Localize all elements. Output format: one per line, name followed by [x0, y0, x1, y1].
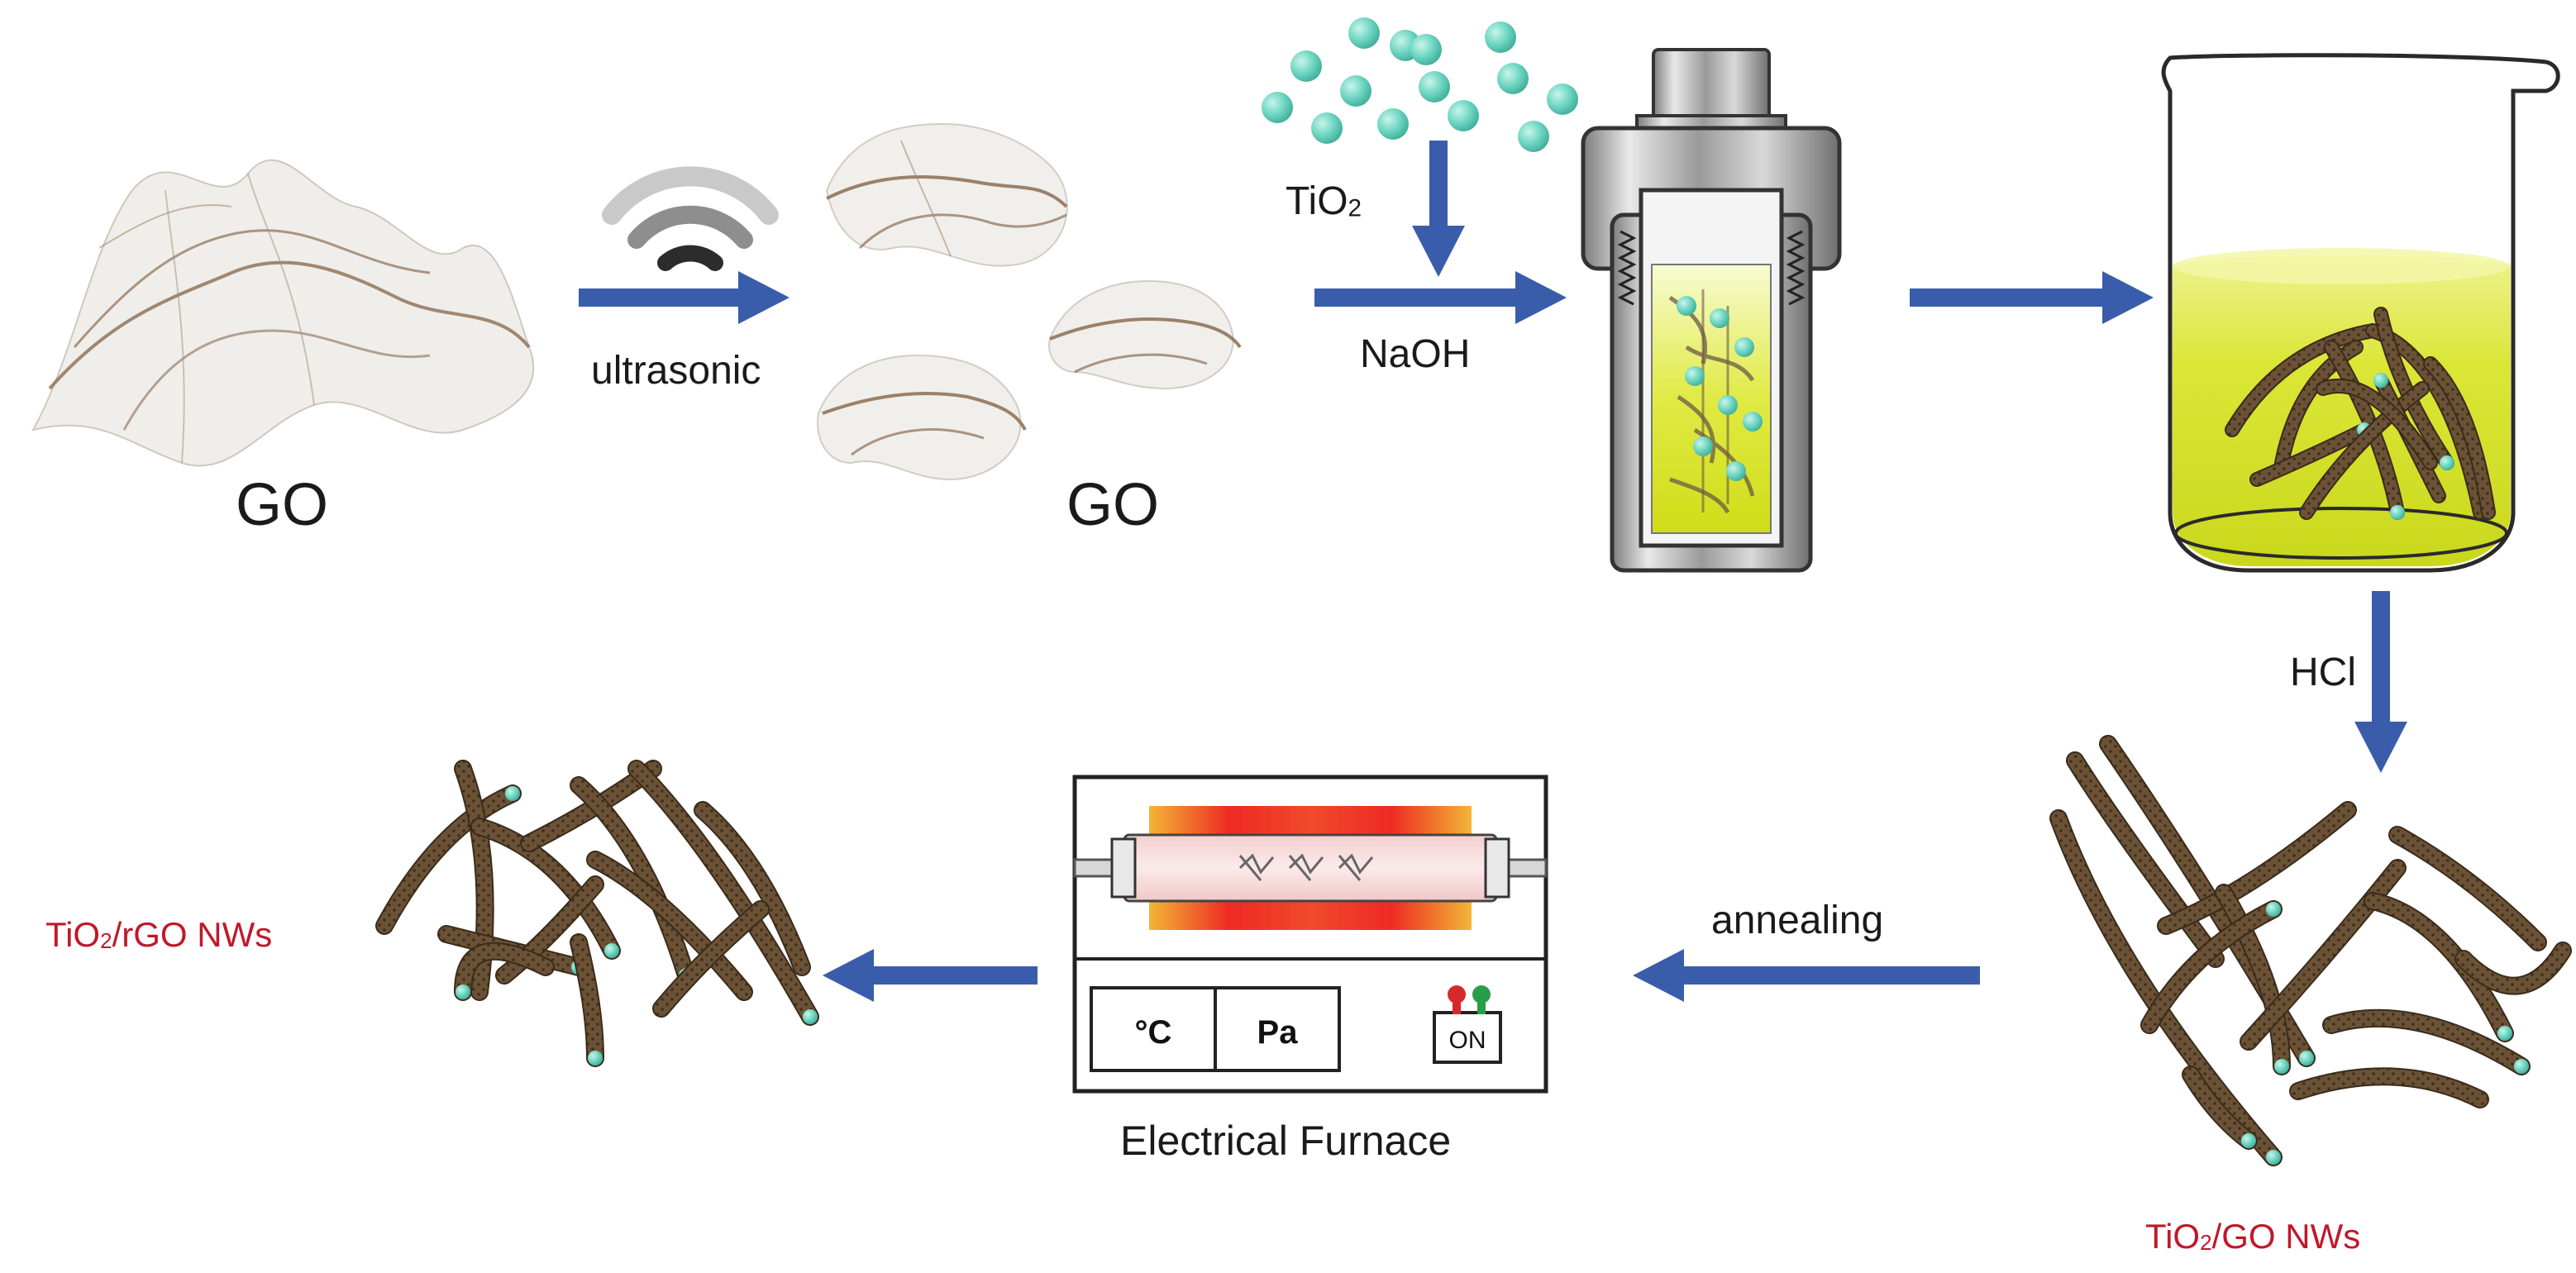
- nanowire: [472, 819, 619, 958]
- hydrothermal-autoclave: [1581, 48, 1842, 573]
- naoh-label: NaOH: [1360, 332, 1471, 376]
- tio2-sphere: [1547, 83, 1578, 115]
- graphene-oxide-sheet-small: [1048, 279, 1242, 390]
- tio2-rgo-nanowires: [375, 760, 819, 1067]
- nanowire: [2390, 827, 2545, 950]
- nanowire-tip-sphere: [2497, 1026, 2512, 1041]
- tio2-particles: [1262, 17, 1578, 152]
- nanowire: [2324, 1010, 2529, 1074]
- nanowire: [2068, 753, 2223, 966]
- electrical-furnace: °C Pa ON: [1072, 775, 1548, 1094]
- arrow-to-product: [823, 949, 1038, 1002]
- nanowire: [2216, 885, 2289, 1074]
- hcl-label: HCl: [2290, 651, 2356, 694]
- tio2-sphere-small: [1734, 337, 1754, 357]
- product-tio2-go-label: TiO2/GO NWs: [2145, 1217, 2361, 1256]
- tio2-sphere: [1419, 71, 1450, 103]
- nanowire: [2456, 943, 2570, 994]
- nanowire: [2291, 1069, 2488, 1107]
- nanowire-tip-sphere: [2274, 1059, 2289, 1074]
- tio2-sphere: [1377, 108, 1409, 140]
- tio2-sphere: [1497, 63, 1529, 94]
- graphene-oxide-sheet-small: [817, 354, 1027, 481]
- nanowire: [497, 877, 603, 983]
- tio2-sphere-small: [1726, 461, 1746, 481]
- nanowire: [571, 778, 694, 983]
- nanowire: [2241, 861, 2405, 1049]
- arrow-naoh: [1314, 271, 1567, 324]
- nanowire: [654, 902, 768, 1016]
- nanowire-tip-sphere: [2299, 1051, 2314, 1066]
- nanowire-tip-sphere: [456, 985, 470, 999]
- tio2-sphere: [1290, 50, 1322, 82]
- nanowire-tip-sphere: [2266, 902, 2281, 917]
- nanowire-tip-sphere: [2390, 505, 2405, 520]
- nanowire: [629, 761, 818, 1024]
- tio2-sphere: [1518, 121, 1549, 152]
- tio2-sphere: [1485, 21, 1516, 53]
- tio2-sphere: [1410, 34, 1442, 65]
- nanowire-tip-sphere: [2514, 1059, 2529, 1074]
- nanowire: [588, 852, 751, 999]
- arrow-to-beaker: [1910, 271, 2154, 324]
- furnace-switch-label[interactable]: ON: [1449, 1027, 1486, 1054]
- nanowire-tip-sphere: [505, 786, 520, 801]
- nanowire: [571, 935, 603, 1066]
- tio2-label: TiO2: [1286, 179, 1362, 223]
- graphene-oxide-sheet-small: [825, 122, 1068, 267]
- nanowire: [2365, 894, 2512, 1041]
- nanowire-tip-sphere: [604, 943, 619, 958]
- tio2-sphere-small: [1743, 412, 1763, 431]
- tio2-sphere-small: [1710, 308, 1729, 328]
- nanowire-tip-sphere: [2373, 373, 2388, 388]
- nanowire-tip-sphere: [2241, 1133, 2256, 1148]
- nanowire: [2301, 383, 2428, 518]
- tio2-sphere: [1262, 92, 1293, 123]
- ultrasonic-wave-icon: [602, 166, 779, 271]
- tio2-sphere-small: [1677, 296, 1696, 316]
- nanowire: [2051, 811, 2281, 1165]
- nanowire: [695, 803, 809, 975]
- nanowire: [2159, 803, 2355, 933]
- tio2-sphere: [1448, 100, 1479, 131]
- nanowire: [2183, 1067, 2256, 1148]
- arrow-tio2-down: [1412, 141, 1465, 277]
- arrow-hcl-down: [2354, 591, 2407, 773]
- tio2-sphere: [1311, 112, 1343, 144]
- graphene-oxide-sheet-large: [31, 159, 535, 467]
- nanowire: [2425, 358, 2494, 518]
- nanowire: [2226, 325, 2378, 436]
- nanowire-tip-sphere: [2266, 1150, 2281, 1165]
- nanowire-tip-sphere: [588, 1051, 603, 1066]
- furnace-temp-unit: °C: [1135, 1014, 1172, 1051]
- nanowire: [2375, 308, 2453, 469]
- process-arrows: [579, 141, 2407, 1002]
- beaker: [2161, 53, 2560, 573]
- tio2-sphere: [1340, 75, 1371, 107]
- furnace-label: Electrical Furnace: [1120, 1118, 1452, 1164]
- nanowire: [2142, 902, 2281, 1032]
- nanowire: [456, 943, 553, 999]
- tio2-sphere-small: [1718, 395, 1738, 415]
- nanowire-tip-sphere: [803, 1009, 818, 1024]
- tio2-sphere: [1348, 17, 1380, 49]
- tio2-sphere-small: [1685, 366, 1705, 386]
- ultrasonic-label: ultrasonic: [591, 349, 761, 393]
- arrow-ultrasonic: [579, 271, 789, 324]
- tio2-sphere-small: [1693, 436, 1713, 456]
- arrow-annealing: [1633, 949, 1980, 1002]
- nanowire-tip-sphere: [2440, 455, 2454, 470]
- annealing-label: annealing: [1711, 899, 1884, 942]
- nanowire: [2251, 424, 2370, 485]
- nanowire: [2317, 379, 2436, 469]
- nanowire: [377, 786, 520, 933]
- tio2-go-nanowires: [2049, 735, 2572, 1166]
- nanowires-in-solution: [2225, 307, 2496, 520]
- go-label-left: GO: [236, 472, 329, 538]
- product-tio2-rgo-label: TiO2/rGO NWs: [45, 915, 273, 954]
- furnace-pressure-unit: Pa: [1257, 1014, 1299, 1051]
- go-label-right: GO: [1066, 472, 1160, 538]
